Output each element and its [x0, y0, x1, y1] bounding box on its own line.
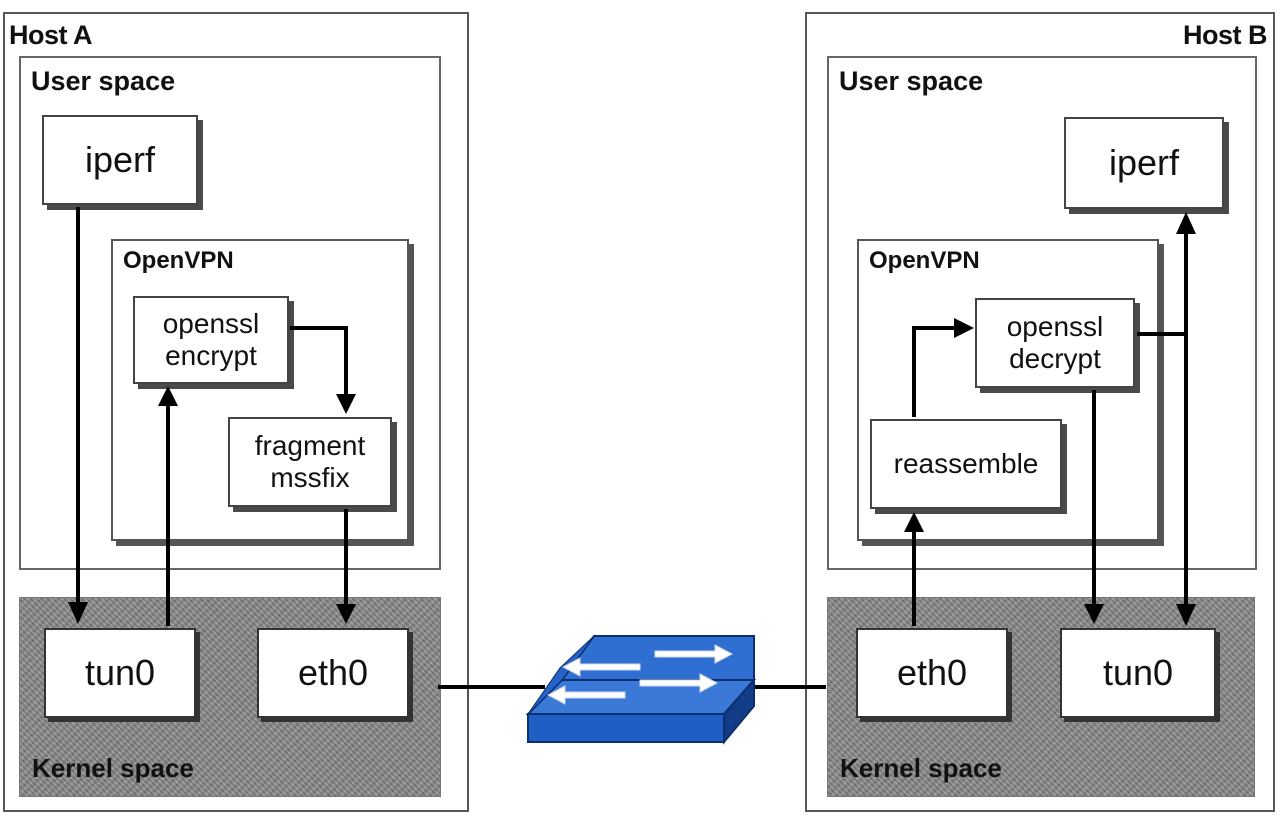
- arrowhead-a-openssl: [158, 386, 178, 406]
- host-a-user-space-label: User space: [31, 66, 176, 96]
- host-b-iperf-box: iperf: [1064, 117, 1224, 209]
- host-b-reassemble-box: reassemble: [870, 419, 1062, 509]
- host-a-kernel-space-label: Kernel space: [32, 753, 194, 783]
- arrow-a-openssl-to-fragment: [290, 326, 348, 398]
- host-a-iperf-box: iperf: [42, 115, 198, 205]
- host-b-user-space-label: User space: [839, 66, 984, 96]
- host-a-title: Host A: [9, 20, 93, 50]
- arrowhead-b-iperf: [1176, 212, 1196, 234]
- network-switch-icon: [525, 635, 757, 745]
- arrowhead-b-tun0: [1084, 604, 1104, 624]
- arrow-b-reassemble-to-openssl: [912, 326, 958, 417]
- arrowhead-b-reassemble: [904, 512, 924, 532]
- host-b-title: Host B: [1183, 20, 1268, 50]
- host-a-openssl-encrypt-box: openssl encrypt: [133, 296, 289, 384]
- host-a-openvpn-label: OpenVPN: [123, 247, 234, 274]
- arrowhead-b-openssl: [954, 318, 974, 338]
- arrowhead-a-tun0: [68, 602, 88, 624]
- host-b-openvpn-label: OpenVPN: [869, 247, 980, 274]
- host-a-eth0-box: eth0: [257, 628, 409, 718]
- arrowhead-b-tun0-right: [1176, 604, 1196, 626]
- host-b-openssl-decrypt-box: openssl decrypt: [975, 298, 1135, 388]
- host-b-kernel-space-label: Kernel space: [840, 753, 1002, 783]
- host-b-tun0-box: tun0: [1060, 628, 1216, 718]
- arrowhead-a-fragment: [336, 394, 356, 414]
- host-a-tun0-box: tun0: [44, 628, 196, 718]
- host-a-fragment-mssfix-box: fragment mssfix: [228, 417, 392, 507]
- host-b-eth0-box: eth0: [856, 628, 1008, 718]
- arrowhead-a-eth0: [336, 604, 356, 624]
